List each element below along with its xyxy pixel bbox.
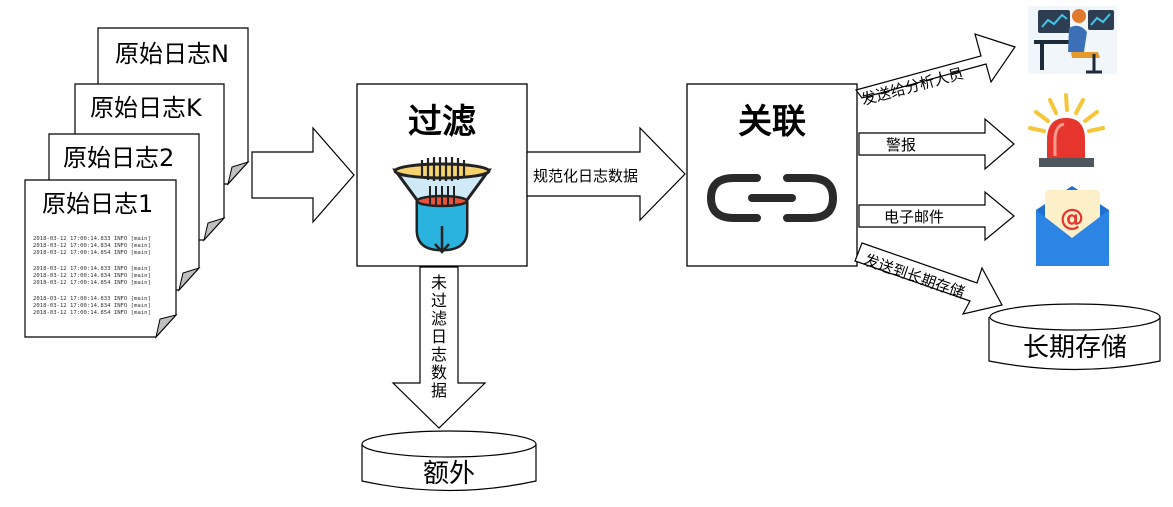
log-line: 2018-03-12 17:00:14.833 INFO [main]: [33, 236, 151, 242]
email-icon: @: [1036, 186, 1109, 266]
arrow-to-email: 电子邮件: [858, 190, 1015, 242]
analyst-icon: [1028, 6, 1117, 74]
log-line: 2018-03-12 17:00:14.854 INFO [main]: [33, 280, 151, 286]
svg-text:据: 据: [431, 381, 447, 400]
normalized-label: 规范化日志数据: [533, 167, 638, 185]
alarm-label: 警报: [886, 136, 916, 154]
svg-text:滤: 滤: [431, 309, 447, 328]
link-icon: [706, 174, 838, 222]
svg-text:日: 日: [431, 327, 447, 346]
svg-text:未: 未: [431, 273, 447, 292]
svg-text:数: 数: [431, 363, 447, 382]
arrow-to-alarm: 警报: [858, 117, 1015, 171]
log-document-1: 原始日志1 2018-03-12 17:00:14.833 INFO [main…: [24, 179, 178, 339]
arrow-unfiltered: 未 过 滤 日 志 数 据: [391, 266, 487, 429]
unfiltered-label: 未 过 滤 日 志 数 据: [431, 273, 447, 400]
filter-title: 过滤: [408, 102, 476, 142]
correlate-title: 关联: [738, 102, 806, 142]
email-label: 电子邮件: [884, 208, 944, 226]
log-line: 2018-03-12 17:00:14.854 INFO [main]: [33, 310, 151, 316]
log-title-1: 原始日志1: [42, 190, 153, 218]
log-title-n: 原始日志N: [115, 40, 229, 68]
arrow-to-storage: 发送到长期存储: [854, 242, 1003, 315]
svg-text:志: 志: [431, 345, 447, 364]
log-line: 2018-03-12 17:00:14.833 INFO [main]: [33, 266, 151, 272]
log-title-k: 原始日志K: [90, 94, 203, 122]
extra-storage-cylinder: 额外: [361, 430, 537, 492]
alarm-light-icon: [1028, 93, 1105, 167]
arrow-to-analyst: 发送给分析人员: [854, 33, 1016, 109]
analyst-label: 发送给分析人员: [859, 64, 965, 109]
log-title-2: 原始日志2: [63, 144, 174, 172]
filter-box: 过滤: [356, 83, 528, 267]
svg-text:过: 过: [431, 291, 447, 310]
log-line: 2018-03-12 17:00:14.854 INFO [main]: [33, 250, 151, 256]
email-at-symbol: @: [1060, 204, 1084, 232]
long-term-storage-cylinder: 长期存储: [988, 303, 1161, 371]
arrow-normalized: 规范化日志数据: [526, 126, 686, 222]
arrow-logs-to-filter: [251, 126, 355, 224]
log-line: 2018-03-12 17:00:14.833 INFO [main]: [33, 296, 151, 302]
correlate-box: 关联: [686, 83, 858, 267]
log-line: 2018-03-12 17:00:14.834 INFO [main]: [33, 273, 151, 279]
log-line: 2018-03-12 17:00:14.834 INFO [main]: [33, 303, 151, 309]
funnel-icon: [392, 157, 492, 254]
extra-storage-label: 额外: [423, 459, 475, 489]
long-term-storage-label: 长期存储: [1023, 333, 1127, 363]
log-line: 2018-03-12 17:00:14.834 INFO [main]: [33, 243, 151, 249]
